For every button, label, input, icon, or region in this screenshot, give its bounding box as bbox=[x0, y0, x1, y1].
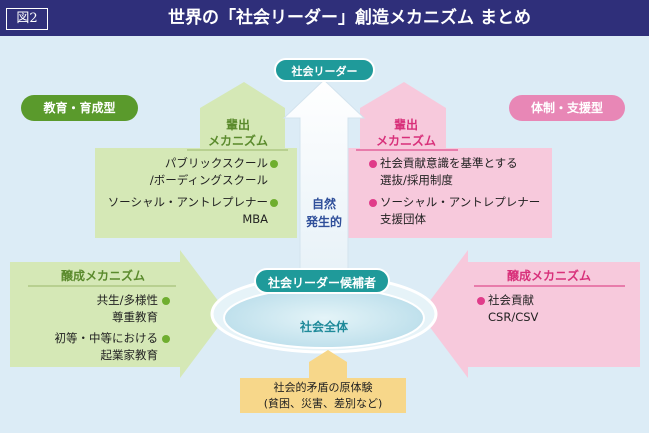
left-lower-item-2-line1: 初等・中等における bbox=[54, 331, 159, 345]
left-lower-title: 醸成メカニズム bbox=[60, 269, 145, 283]
left-upper-item-2-line2: MBA bbox=[242, 212, 268, 226]
green-lower-arrow bbox=[10, 250, 228, 378]
leader-candidate-node: 社会リーダー候補者 bbox=[254, 268, 390, 294]
right-upper-item-1: 社会貢献意識を基準とする 選抜/採用制度 bbox=[380, 155, 548, 189]
left-upper-item-2: ソーシャル・アントレプレナー MBA bbox=[100, 194, 268, 228]
pink-lower-arrow bbox=[420, 250, 640, 378]
bullet-dot bbox=[477, 297, 485, 305]
right-upper-item-2-line1: ソーシャル・アントレプレナー bbox=[380, 195, 541, 209]
right-upper-item-1-line2: 選抜/採用制度 bbox=[380, 173, 453, 187]
left-upper-title: 輩出 メカニズム bbox=[190, 117, 286, 149]
left-upper-item-1: パブリックスクール /ボーディングスクール bbox=[100, 155, 268, 189]
right-lower-item-1-line2: CSR/CSV bbox=[488, 310, 539, 324]
right-lower-title: 醸成メカニズム bbox=[506, 269, 591, 283]
left-lower-item-2: 初等・中等における 起業家教育 bbox=[20, 330, 159, 364]
right-upper-title: 輩出 メカニズム bbox=[358, 117, 454, 149]
title-bar: 図2 世界の「社会リーダー」創造メカニズム まとめ bbox=[0, 0, 649, 36]
social-leader-node: 社会リーダー bbox=[274, 58, 375, 82]
left-upper-item-1-line1: パブリックスクール bbox=[164, 156, 268, 170]
bullet-dot bbox=[162, 335, 170, 343]
bottom-experience-line2: (貧困、災害、差別など) bbox=[263, 397, 383, 410]
figure-title: 世界の「社会リーダー」創造メカニズム まとめ bbox=[168, 8, 531, 28]
left-lower-item-1-line1: 共生/多様性 bbox=[96, 293, 158, 307]
right-lower-item-1-line1: 社会貢献 bbox=[488, 293, 534, 307]
right-upper-title-line1: 輩出 bbox=[393, 118, 418, 132]
right-lower-item-1: 社会貢献 CSR/CSV bbox=[488, 292, 608, 326]
bottom-up-arrow bbox=[240, 350, 406, 413]
left-upper-title-line2: メカニズム bbox=[207, 134, 268, 148]
society-label: 社会全体 bbox=[299, 320, 348, 334]
bullet-dot bbox=[369, 199, 377, 207]
natural-emergence-line1: 自然 bbox=[311, 197, 336, 211]
center-up-arrow bbox=[282, 79, 366, 271]
left-upper-item-1-line2: /ボーディングスクール bbox=[149, 173, 268, 187]
figure-label: 図2 bbox=[6, 8, 48, 30]
bullet-dot bbox=[270, 160, 278, 168]
left-lower-item-2-line2: 起業家教育 bbox=[100, 348, 159, 362]
education-type-tag: 教育・育成型 bbox=[21, 95, 138, 121]
green-upper-arrow bbox=[95, 82, 297, 238]
left-upper-title-line1: 輩出 bbox=[225, 118, 250, 132]
right-upper-item-2: ソーシャル・アントレプレナー 支援団体 bbox=[380, 194, 548, 228]
bottom-experience-line1: 社会的矛盾の原体験 bbox=[273, 381, 373, 394]
bottom-experience-label: 社会的矛盾の原体験 (貧困、災害、差別など) bbox=[240, 380, 406, 412]
natural-emergence-line2: 発生的 bbox=[305, 215, 342, 229]
natural-emergence-label: 自然 発生的 bbox=[302, 195, 346, 231]
bullet-dot bbox=[270, 199, 278, 207]
bullet-dot bbox=[369, 160, 377, 168]
left-lower-item-1-line2: 尊重教育 bbox=[112, 310, 158, 324]
left-lower-item-1: 共生/多様性 尊重教育 bbox=[20, 292, 158, 326]
bullet-dot bbox=[162, 297, 170, 305]
left-upper-item-2-line1: ソーシャル・アントレプレナー bbox=[107, 195, 268, 209]
pink-upper-arrow bbox=[348, 82, 552, 238]
right-upper-title-line2: メカニズム bbox=[375, 134, 436, 148]
support-type-tag: 体制・支援型 bbox=[509, 95, 625, 121]
right-upper-item-1-line1: 社会貢献意識を基準とする bbox=[380, 156, 518, 170]
right-upper-item-2-line2: 支援団体 bbox=[380, 212, 426, 226]
